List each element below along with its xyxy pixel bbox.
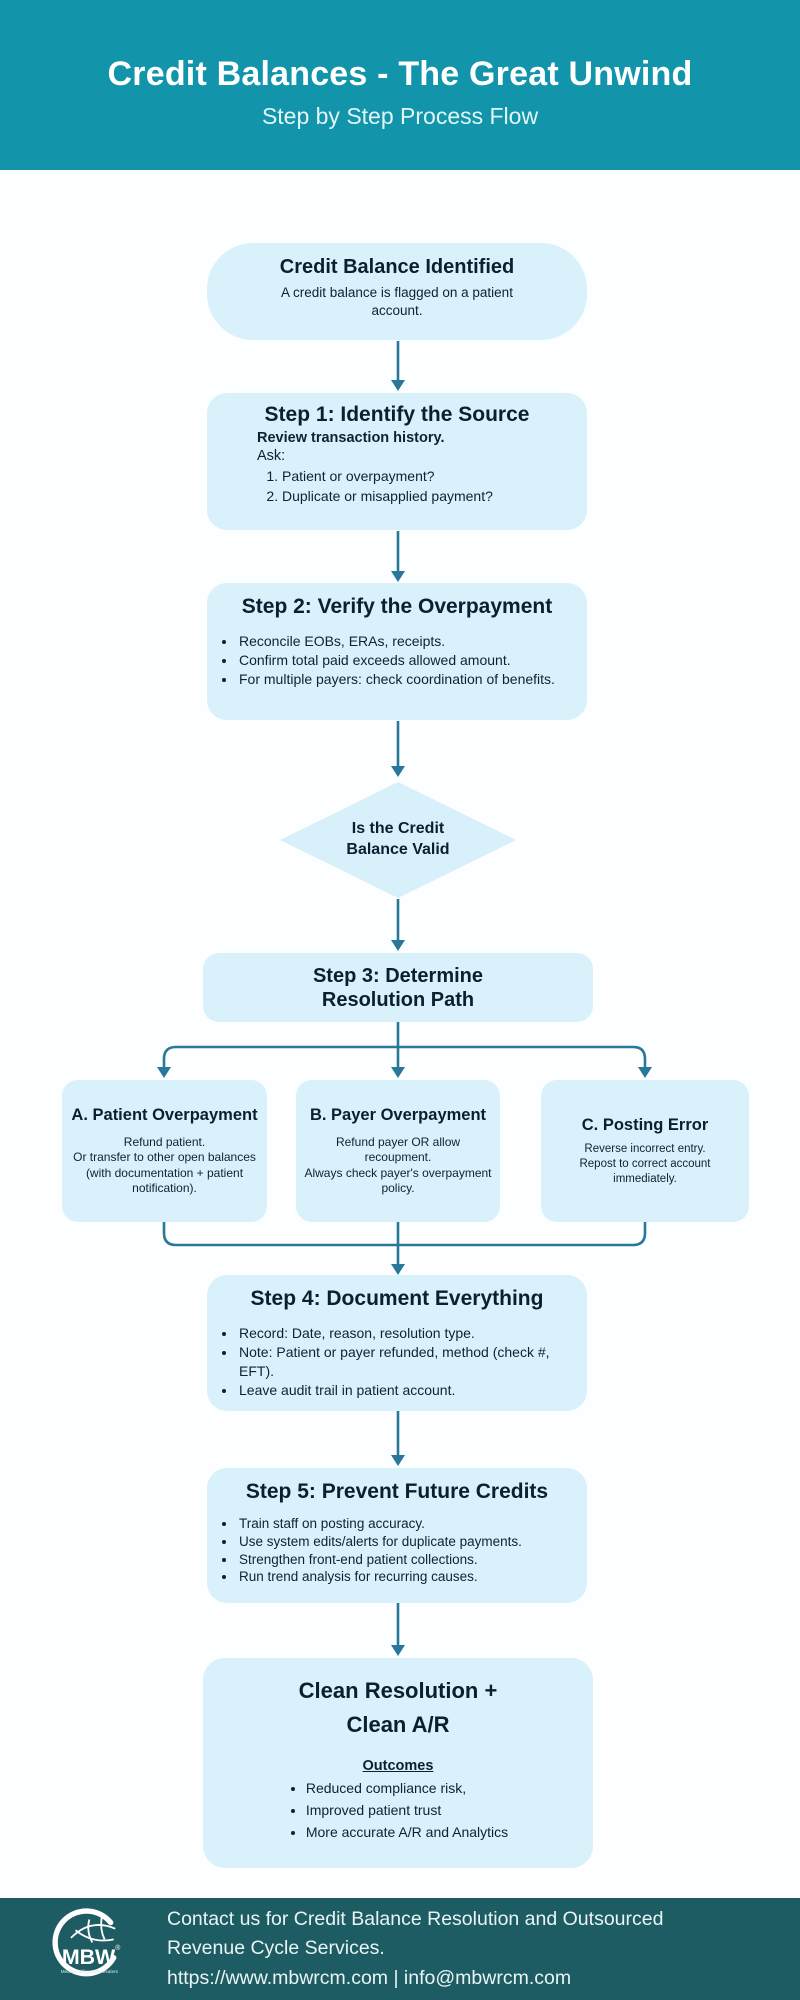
- list-item: Strengthen front-end patient collections…: [237, 1551, 575, 1569]
- arrow-down-icon: [391, 1455, 405, 1466]
- branch-title: A. Patient Overpayment: [71, 1106, 258, 1124]
- outcomes-label: Outcomes: [362, 1758, 434, 1775]
- list-item: Reduced compliance risk,: [306, 1778, 508, 1800]
- arrow-down-icon: [391, 1645, 405, 1656]
- arrow-down-icon: [157, 1067, 171, 1078]
- list-item: For multiple payers: check coordination …: [237, 670, 575, 689]
- node-step4-document-everything: Step 4: Document Everything Record: Date…: [207, 1275, 587, 1411]
- arrow-down-icon: [638, 1067, 652, 1078]
- list-item: Train staff on posting accuracy.: [237, 1515, 575, 1533]
- decision-diamond-credit-valid: Is the Credit Balance Valid: [280, 782, 516, 898]
- branch-title: B. Payer Overpayment: [309, 1106, 487, 1124]
- node-step2-verify-overpayment: Step 2: Verify the Overpayment Reconcile…: [207, 583, 587, 720]
- list-item: Reconcile EOBs, ERAs, receipts.: [237, 632, 575, 651]
- page-title: Credit Balances - The Great Unwind: [107, 54, 693, 93]
- step1-ask-label: Ask:: [257, 448, 286, 464]
- arrow-down-icon: [391, 571, 405, 582]
- step5-bullet-list: Train staff on posting accuracy. Use sys…: [237, 1515, 575, 1586]
- node-step3-determine-resolution-path: Step 3: Determine Resolution Path: [203, 953, 593, 1022]
- node-branch-payer-overpayment: B. Payer Overpayment Refund payer OR all…: [296, 1080, 500, 1222]
- page-subtitle: Step by Step Process Flow: [261, 102, 539, 129]
- list-item: Use system edits/alerts for duplicate pa…: [237, 1533, 575, 1551]
- node-branch-posting-error: C. Posting Error Reverse incorrect entry…: [541, 1080, 749, 1222]
- node-branch-patient-overpayment: A. Patient Overpayment Refund patient. O…: [62, 1080, 267, 1222]
- arrow-down-icon: [391, 1264, 405, 1275]
- logo-text: MBW: [62, 1944, 116, 1968]
- node-title: Step 1: Identify the Source: [264, 403, 530, 426]
- header-banner: Credit Balances - The Great Unwind Step …: [0, 0, 800, 170]
- footer-banner: MBW ® Medical Billing Wholesalers Contac…: [0, 1898, 800, 2000]
- node-step5-prevent-future-credits: Step 5: Prevent Future Credits Train sta…: [207, 1468, 587, 1603]
- step4-bullet-list: Record: Date, reason, resolution type. N…: [237, 1324, 575, 1400]
- list-item: Confirm total paid exceeds allowed amoun…: [237, 651, 575, 670]
- branch-body-line: Refund payer OR allow recoupment.: [335, 1134, 461, 1165]
- mbw-logo: MBW ® Medical Billing Wholesalers: [45, 1907, 129, 1991]
- logo-registered-mark: ®: [115, 1944, 120, 1952]
- footer-contact-text: Contact us for Credit Balance Resolution…: [167, 1908, 664, 1960]
- footer-contact-block: Contact us for Credit Balance Resolution…: [167, 1905, 737, 1993]
- node-clean-resolution: Clean Resolution + Clean A/R Outcomes Re…: [203, 1658, 593, 1868]
- node-title: Credit Balance Identified: [279, 256, 515, 278]
- branch-body-line: Refund patient.: [123, 1134, 206, 1149]
- arrow-down-icon: [391, 380, 405, 391]
- node-step1-identify-source: Step 1: Identify the Source Review trans…: [207, 393, 587, 530]
- branch-body-line: Or transfer to other open balances (with…: [73, 1150, 256, 1196]
- arrow-down-icon: [391, 940, 405, 951]
- node-title: Step 2: Verify the Overpayment: [241, 595, 553, 618]
- list-item: Patient or overpayment?: [282, 466, 587, 486]
- list-item: Note: Patient or payer refunded, method …: [237, 1343, 575, 1381]
- branch-body-line: Repost to correct account immediately.: [579, 1158, 711, 1186]
- list-item: Duplicate or misapplied payment?: [282, 486, 587, 506]
- step1-question-list: Patient or overpayment? Duplicate or mis…: [282, 466, 587, 507]
- node-title: Step 4: Document Everything: [250, 1287, 544, 1310]
- branch-title: C. Posting Error: [581, 1115, 709, 1134]
- list-item: Improved patient trust: [306, 1800, 508, 1822]
- end-title-line2: Clean A/R: [346, 1712, 450, 1738]
- step1-lead: Review transaction history.: [257, 430, 445, 446]
- node-title: Step 5: Prevent Future Credits: [245, 1480, 549, 1503]
- footer-links-text: https://www.mbwrcm.com | info@mbwrcm.com: [167, 1966, 572, 1989]
- branch-body-line: Always check payer's overpayment policy.: [304, 1165, 492, 1196]
- outcomes-list: Reduced compliance risk, Improved patien…: [288, 1778, 508, 1843]
- list-item: More accurate A/R and Analytics: [306, 1822, 508, 1844]
- node-title: Step 3: Determine Resolution Path: [312, 964, 484, 1011]
- node-credit-balance-identified: Credit Balance Identified A credit balan…: [207, 243, 587, 340]
- list-item: Leave audit trail in patient account.: [237, 1381, 575, 1400]
- list-item: Run trend analysis for recurring causes.: [237, 1568, 575, 1586]
- step2-bullet-list: Reconcile EOBs, ERAs, receipts. Confirm …: [237, 632, 575, 689]
- decision-label: Is the Credit Balance Valid: [346, 820, 450, 858]
- end-title-line1: Clean Resolution +: [298, 1678, 498, 1703]
- branch-body-line: Reverse incorrect entry.: [584, 1143, 706, 1156]
- node-title: Clean Resolution + Clean A/R: [203, 1674, 593, 1742]
- arrow-down-icon: [391, 766, 405, 777]
- logo-tagline: Medical Billing Wholesalers: [61, 1968, 119, 1974]
- arrow-down-icon: [391, 1067, 405, 1078]
- globe-icon: MBW ® Medical Billing Wholesalers: [52, 1907, 120, 1976]
- node-body: A credit balance is flagged on a patient…: [281, 285, 513, 318]
- list-item: Record: Date, reason, resolution type.: [237, 1324, 575, 1343]
